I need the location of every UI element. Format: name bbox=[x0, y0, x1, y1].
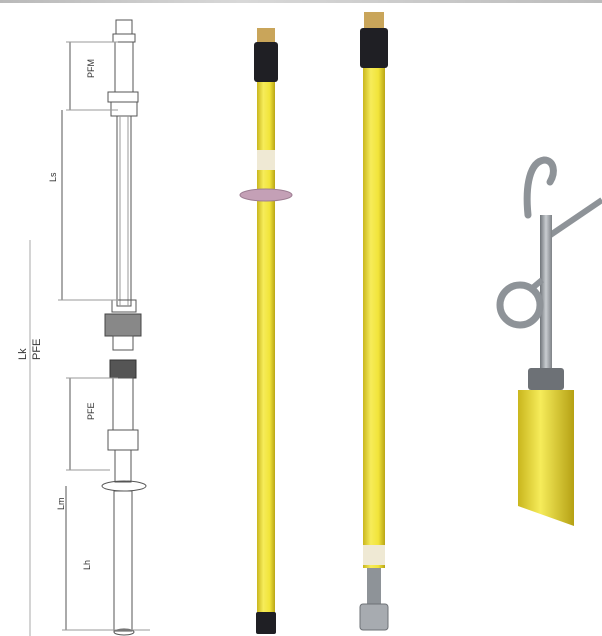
technical-drawing: PFM Ls Lk PFE PFE Lm Lh bbox=[17, 19, 150, 636]
label-pfe-side: PFE bbox=[31, 339, 43, 360]
label-lk: Lk bbox=[17, 348, 29, 360]
label-lm: Lm bbox=[56, 497, 66, 510]
clamp-hook-closeup bbox=[496, 156, 602, 526]
yellow-pole-plain bbox=[359, 12, 389, 631]
label-pfm: PFM bbox=[86, 59, 96, 78]
label-ls: Ls bbox=[48, 172, 58, 182]
label-lh: Lh bbox=[82, 560, 92, 570]
top-strip bbox=[0, 0, 602, 3]
yellow-pole-with-guard bbox=[239, 28, 293, 634]
label-pfe: PFE bbox=[86, 402, 96, 420]
